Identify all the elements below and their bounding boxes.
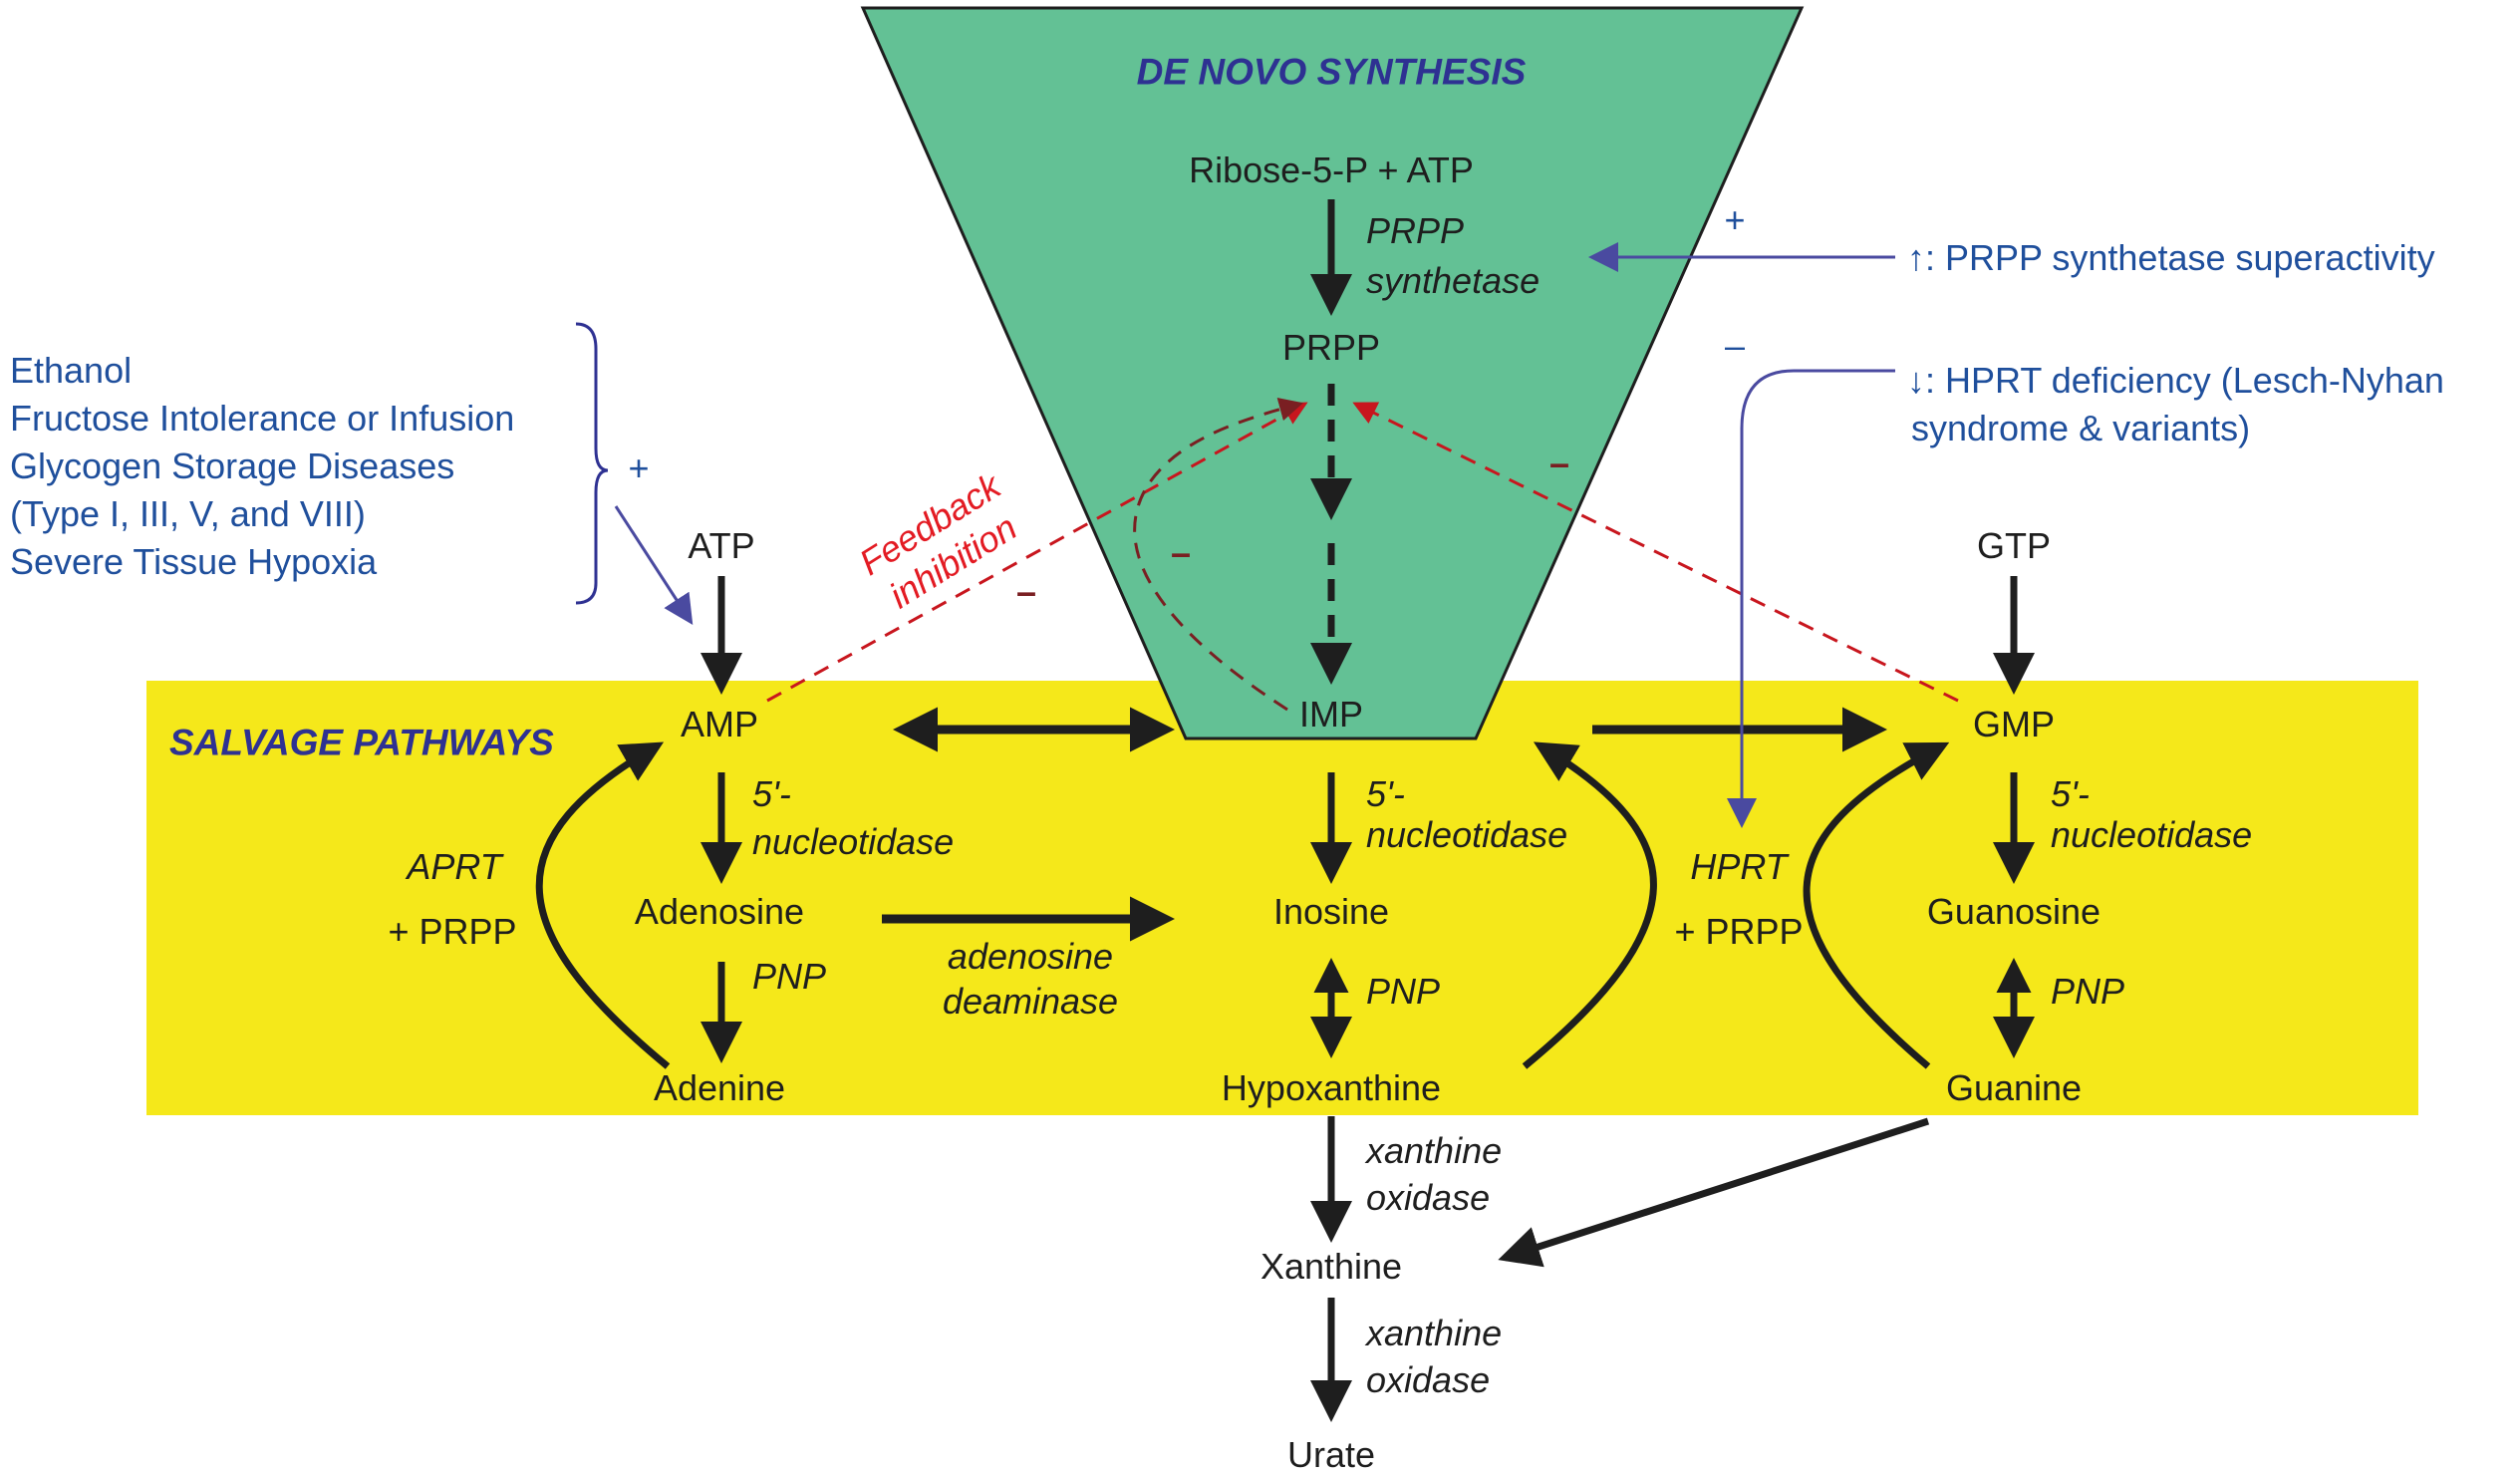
xanthine-oxidase-1b: oxidase bbox=[1366, 1177, 1491, 1218]
inosine-node: Inosine bbox=[1272, 891, 1390, 932]
gmp-node: GMP bbox=[1972, 704, 2056, 744]
feedback-minus-amp: – bbox=[1015, 571, 1037, 612]
modifier-plus-sign: + bbox=[628, 447, 650, 488]
nucleotidase-g-1: 5'- bbox=[2051, 773, 2090, 814]
pnp-a-label: PNP bbox=[752, 956, 827, 997]
guanosine-node: Guanosine bbox=[1926, 891, 2101, 932]
arrow-hprt-hypoxanthine-to-imp bbox=[1522, 741, 1657, 1069]
aprt-label: APRT bbox=[407, 846, 502, 887]
de-novo-title: DE NOVO SYNTHESIS bbox=[1136, 51, 1527, 93]
prpp-synthetase-label-1: PRPP bbox=[1366, 210, 1465, 251]
feedback-minus-imp: – bbox=[1170, 532, 1192, 573]
guanine-node: Guanine bbox=[1945, 1067, 2083, 1108]
salvage-pathways-box bbox=[146, 681, 2418, 1115]
xanthine-node: Xanthine bbox=[1260, 1246, 1403, 1287]
feedback-imp-to-prpp bbox=[1133, 397, 1303, 712]
hprt-label: HPRT bbox=[1690, 846, 1788, 887]
modifier-ethanol: Ethanol bbox=[10, 350, 133, 391]
adenosine-deaminase-2: deaminase bbox=[942, 981, 1119, 1022]
nucleotidase-a-1: 5'- bbox=[752, 773, 791, 814]
nucleotidase-i-1: 5'- bbox=[1366, 773, 1405, 814]
arrow-guanine-xanthine bbox=[1498, 1117, 1930, 1268]
hprt-deficiency-label-1: ↓: HPRT deficiency (Lesch-Nyhan bbox=[1907, 360, 2444, 401]
prpp-superactivity-label: ↑: PRPP synthetase superactivity bbox=[1907, 237, 2435, 278]
ribose-atp-label: Ribose-5-P + ATP bbox=[1189, 149, 1474, 190]
hprt-prpp-label: + PRPP bbox=[1674, 911, 1804, 952]
nucleotidase-i-2: nucleotidase bbox=[1366, 814, 1568, 855]
hypoxanthine-node: Hypoxanthine bbox=[1221, 1067, 1442, 1108]
urate-node: Urate bbox=[1286, 1434, 1376, 1475]
prpp-node: PRPP bbox=[1281, 327, 1381, 368]
xanthine-oxidase-2b: oxidase bbox=[1366, 1359, 1491, 1400]
de-novo-funnel bbox=[860, 6, 1805, 740]
modifier-list: Ethanol Fructose Intolerance or Infusion… bbox=[10, 347, 514, 586]
feedback-minus-gmp: – bbox=[1548, 443, 1570, 483]
nucleotidase-a-2: nucleotidase bbox=[752, 821, 955, 862]
amp-node: AMP bbox=[680, 704, 759, 744]
xanthine-oxidase-2a: xanthine bbox=[1366, 1313, 1503, 1353]
prpp-synthetase-label-2: synthetase bbox=[1366, 260, 1540, 301]
xanthine-oxidase-1a: xanthine bbox=[1366, 1130, 1503, 1171]
feedback-gmp-to-prpp bbox=[1352, 402, 1959, 703]
pnp-i-label: PNP bbox=[1366, 971, 1441, 1012]
arrow-modifiers-to-atp bbox=[614, 505, 694, 626]
gtp-node: GTP bbox=[1976, 525, 2052, 566]
hprt-minus-sign: – bbox=[1724, 325, 1746, 366]
hprt-deficiency-label-2: syndrome & variants) bbox=[1911, 408, 2251, 448]
atp-node: ATP bbox=[688, 525, 755, 566]
modifier-glycogen: Glycogen Storage Diseases bbox=[10, 445, 455, 486]
superactivity-plus-sign: + bbox=[1724, 199, 1746, 240]
pnp-g-label: PNP bbox=[2051, 971, 2125, 1012]
arrow-aprt-adenine-to-amp bbox=[535, 741, 671, 1069]
arrow-hprt-guanine-to-gmp bbox=[1803, 741, 1950, 1069]
adenine-node: Adenine bbox=[653, 1067, 786, 1108]
imp-node: IMP bbox=[1298, 694, 1364, 735]
adenosine-deaminase-1: adenosine bbox=[947, 936, 1114, 977]
nucleotidase-g-2: nucleotidase bbox=[2051, 814, 2253, 855]
modifier-fructose: Fructose Intolerance or Infusion bbox=[10, 398, 515, 439]
feedback-amp-to-prpp bbox=[766, 402, 1308, 703]
salvage-title: SALVAGE PATHWAYS bbox=[169, 722, 554, 763]
modifier-brace bbox=[575, 322, 609, 605]
adenosine-node: Adenosine bbox=[634, 891, 805, 932]
modifier-hypoxia: Severe Tissue Hypoxia bbox=[10, 541, 378, 582]
aprt-prpp-label: + PRPP bbox=[388, 911, 517, 952]
arrow-hprt-deficiency-to-hprt bbox=[1727, 369, 1895, 828]
modifier-glycogen-types: (Type I, III, V, and VIII) bbox=[10, 493, 366, 534]
